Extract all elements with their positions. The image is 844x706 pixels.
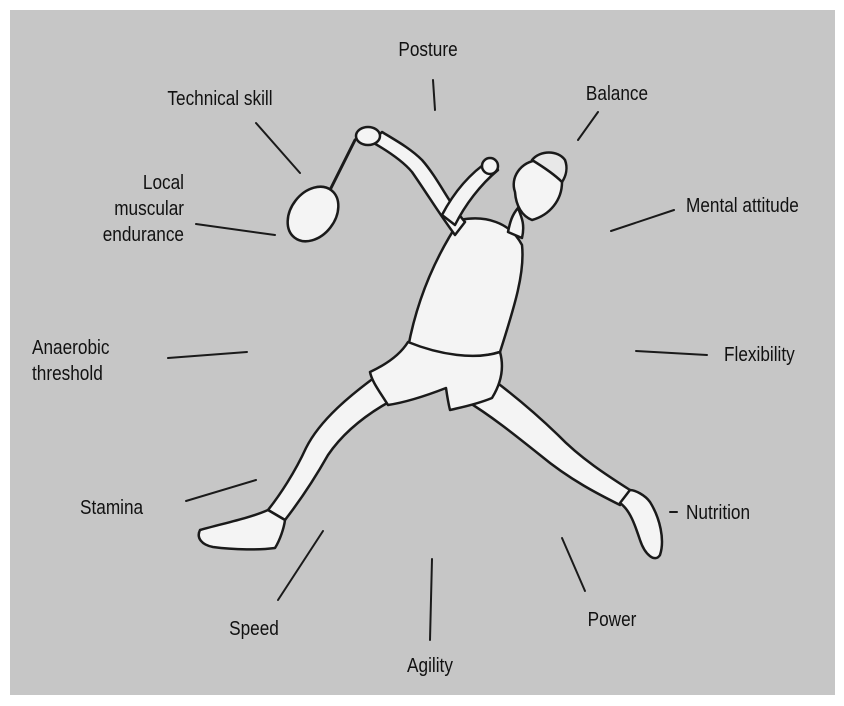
label-threshold-line: threshold [32, 361, 109, 387]
diagram-panel: Posture Balance Technical skill Local mu… [10, 10, 835, 695]
label-posture: Posture [385, 38, 471, 63]
anaerobic-threshold-leader-line [168, 352, 247, 358]
label-local-muscular-endurance: Local muscular endurance [89, 170, 184, 248]
label-nutrition: Nutrition [686, 501, 750, 526]
label-technical-skill: Technical skill [151, 87, 289, 112]
racket-icon [277, 140, 355, 251]
neck [508, 208, 523, 238]
agility-leader-line [430, 559, 432, 640]
label-flexibility: Flexibility [724, 343, 795, 368]
label-agility: Agility [387, 654, 473, 679]
label-stamina: Stamina [80, 496, 143, 521]
back-shoe [199, 510, 285, 549]
mental-attitude-leader-line [611, 210, 674, 231]
label-muscular-line: muscular [89, 196, 184, 222]
fist [482, 158, 498, 174]
label-mental-attitude: Mental attitude [686, 194, 799, 219]
badminton-player-illustration [199, 127, 662, 558]
label-endurance-line: endurance [89, 222, 184, 248]
local-muscular-endurance-leader-line [196, 224, 275, 235]
torso [408, 218, 523, 356]
front-shoe [620, 490, 662, 558]
label-anaerobic-line: Anaerobic [32, 335, 109, 361]
flexibility-leader-line [636, 351, 707, 355]
stamina-leader-line [186, 480, 256, 501]
label-speed: Speed [211, 617, 297, 642]
label-local-line: Local [89, 170, 184, 196]
technical-skill-leader-line [256, 123, 300, 173]
speed-leader-line [278, 531, 323, 600]
posture-leader-line [433, 80, 435, 110]
power-leader-line [562, 538, 585, 591]
balance-leader-line [578, 112, 598, 140]
label-power: Power [569, 608, 655, 633]
label-anaerobic-threshold: Anaerobic threshold [32, 335, 109, 387]
label-balance: Balance [574, 82, 660, 107]
racket-hand [356, 127, 380, 145]
badminton-diagram [10, 10, 835, 695]
